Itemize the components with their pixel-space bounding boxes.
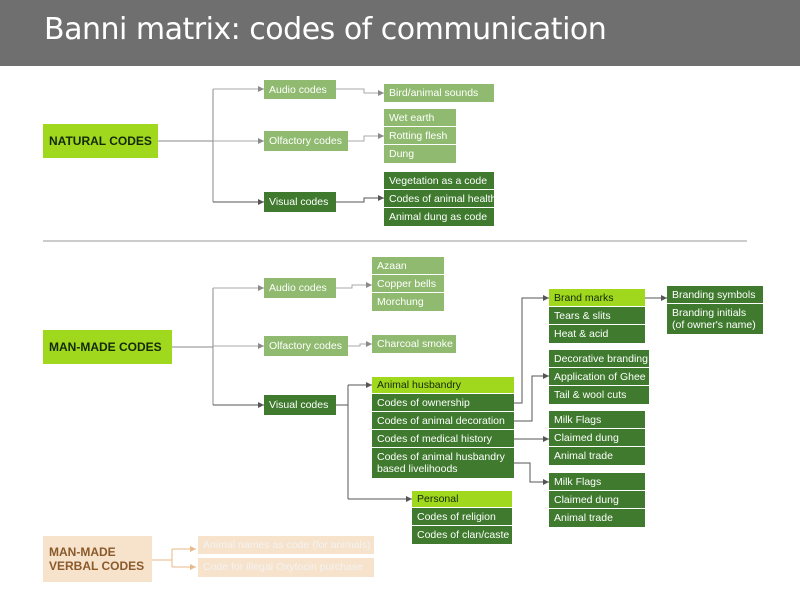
husbandry-item: Codes of animal husbandry based liveliho… [372,448,514,478]
natural-codes-root: NATURAL CODES [43,124,158,158]
natural-visual-codes: Visual codes [264,192,336,212]
manmade-codes-root: MAN-MADE CODES [43,330,172,364]
natural-olfactory-codes: Olfactory codes [264,131,348,151]
manmade-olfactory-codes: Olfactory codes [264,336,348,356]
natural-visual-item: Codes of animal health [384,190,494,208]
natural-audio-codes: Audio codes [264,80,336,99]
manmade-audio-item: Copper bells [372,275,444,293]
husbandry-item: Codes of ownership [372,394,514,412]
livelihood-item: Animal trade [549,509,645,527]
brand-marks-item: Heat & acid [549,325,645,343]
husbandry-item: Codes of medical history [372,430,514,448]
verbal-codes-root: MAN-MADE VERBAL CODES [43,536,152,582]
livelihood-item: Claimed dung [549,491,645,509]
personal-title: Personal [412,491,512,508]
natural-visual-item: Vegetation as a code [384,172,494,190]
verbal-item: Animal names as code (for animals) [198,536,374,555]
natural-olfactory-item: Rotting flesh [384,127,456,145]
verbal-item: Code for illegal Oxytocin purchase [198,558,374,577]
manmade-audio-codes: Audio codes [264,278,336,298]
medical-item: Claimed dung [549,429,645,447]
brand-marks-title: Brand marks [549,289,645,307]
branding-sub-item: Branding initials (of owner's name) [667,304,763,334]
manmade-audio-item: Morchung [372,293,444,311]
natural-olfactory-item: Dung [384,145,456,163]
page-title: Banni matrix: codes of communication [44,12,607,47]
animal-husbandry-title: Animal husbandry [372,377,514,394]
medical-item: Milk Flags [549,411,645,429]
decoration-item: Decorative branding [549,350,649,368]
personal-item: Codes of religion [412,508,512,526]
decoration-item: Application of Ghee [549,368,649,386]
natural-audio-item: Bird/animal sounds [384,84,494,102]
brand-marks-item: Tears & slits [549,307,645,325]
branding-sub-item: Branding symbols [667,286,763,304]
personal-item: Codes of clan/caste [412,526,512,544]
decoration-item: Tail & wool cuts [549,386,649,404]
natural-olfactory-item: Wet earth [384,109,456,127]
manmade-visual-codes: Visual codes [264,395,336,415]
natural-visual-item: Animal dung as code [384,208,494,226]
manmade-audio-item: Azaan [372,257,444,275]
header-bar: Banni matrix: codes of communication [0,0,800,66]
husbandry-item: Codes of animal decoration [372,412,514,430]
manmade-olfactory-item: Charcoal smoke [372,335,456,353]
medical-item: Animal trade [549,447,645,465]
livelihood-item: Milk Flags [549,473,645,491]
